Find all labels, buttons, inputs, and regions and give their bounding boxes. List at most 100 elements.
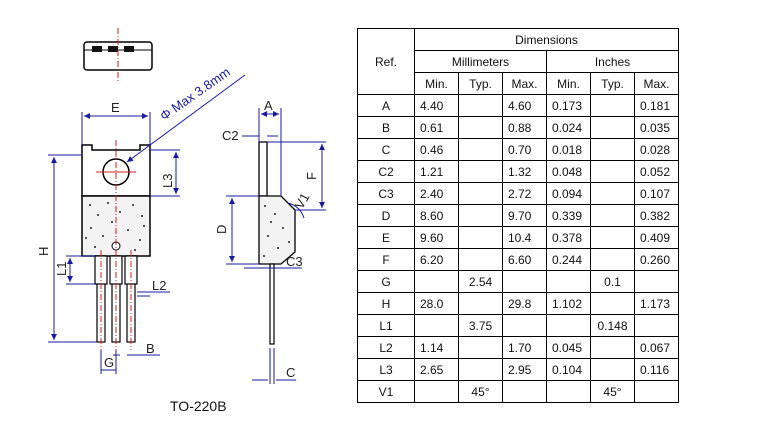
label-g: G [104,355,114,370]
cell-in-min: 0.339 [546,204,591,227]
cell-in-typ [590,94,635,117]
cell-mm-min: 0.61 [414,116,459,139]
cell-in-typ [590,138,635,161]
label-f: F [304,172,319,180]
cell-mm-typ [458,226,503,249]
cell-in-min: 0.173 [546,94,591,117]
label-b: B [146,341,155,356]
cell-mm-typ [458,292,503,315]
label-c3: C3 [286,254,303,269]
label-d: D [214,225,229,234]
row-ref: V1 [357,380,415,403]
cell-mm-max: 1.32 [502,160,547,183]
cell-in-min: 0.018 [546,138,591,161]
row-ref: E [357,226,415,249]
cell-mm-typ [458,116,503,139]
cell-mm-min: 6.20 [414,248,459,271]
cell-in-typ: 45° [590,380,635,403]
table-row: L1 3.75 0.148 [357,314,679,337]
cell-in-max [634,314,679,337]
cell-mm-typ [458,138,503,161]
front-dimensions [48,74,246,374]
cell-in-typ: 0.148 [590,314,635,337]
cell-in-typ [590,248,635,271]
top-view [83,28,153,82]
cell-in-min: 0.378 [546,226,591,249]
row-ref: L2 [357,336,415,359]
cell-mm-typ [458,182,503,205]
subheader-in-typ: Typ. [590,72,635,95]
cell-mm-max [502,314,547,337]
package-drawing: E A C2 F L3 D V1 H L1 C3 L2 B G C Φ Max … [36,28,326,384]
cell-mm-typ [458,248,503,271]
cell-in-max: 1.173 [634,292,679,315]
cell-mm-max [502,270,547,293]
row-ref: H [357,292,415,315]
dimensions-header: Dimensions [414,28,679,51]
cell-mm-min: 28.0 [414,292,459,315]
subheader-mm-typ: Typ. [458,72,503,95]
cell-mm-min: 1.14 [414,336,459,359]
cell-mm-max: 10.4 [502,226,547,249]
cell-in-typ [590,336,635,359]
cell-in-max: 0.052 [634,160,679,183]
row-ref: G [357,270,415,293]
cell-in-typ [590,182,635,205]
cell-in-min: 0.244 [546,248,591,271]
ref-header: Ref. [357,28,415,95]
cell-in-max: 0.067 [634,336,679,359]
cell-in-min: 0.104 [546,358,591,381]
cell-mm-max: 9.70 [502,204,547,227]
cell-mm-min [414,380,459,403]
cell-in-min [546,380,591,403]
side-dimensions [226,108,326,384]
cell-mm-min: 9.60 [414,226,459,249]
row-ref: C2 [357,160,415,183]
label-v1: V1 [292,190,313,211]
row-ref: D [357,204,415,227]
cell-in-max: 0.409 [634,226,679,249]
cell-mm-typ: 3.75 [458,314,503,337]
row-ref: C3 [357,182,415,205]
cell-in-min: 0.094 [546,182,591,205]
side-view [258,141,296,345]
subheader-in-max: Max. [634,72,679,95]
cell-in-min: 1.102 [546,292,591,315]
row-ref: L1 [357,314,415,337]
cell-in-max [634,380,679,403]
subheader-in-min: Min. [546,72,591,95]
cell-mm-max: 6.60 [502,248,547,271]
row-ref: B [357,116,415,139]
subheader-mm-max: Max. [502,72,547,95]
label-a: A [264,98,273,113]
cell-mm-typ: 2.54 [458,270,503,293]
cell-mm-typ [458,94,503,117]
cell-mm-max: 0.88 [502,116,547,139]
cell-in-max: 0.107 [634,182,679,205]
cell-mm-min: 4.40 [414,94,459,117]
cell-mm-min: 0.46 [414,138,459,161]
cell-in-min: 0.045 [546,336,591,359]
cell-mm-min: 8.60 [414,204,459,227]
cell-in-max: 0.260 [634,248,679,271]
dimensions-table: Ref. Dimensions Millimeters Inches Min. … [357,28,679,403]
label-l1: L1 [54,262,69,276]
cell-in-typ [590,358,635,381]
cell-in-min: 0.024 [546,116,591,139]
row-ref: F [357,248,415,271]
cell-in-max: 0.181 [634,94,679,117]
cell-mm-max: 1.70 [502,336,547,359]
cell-in-max [634,270,679,293]
cell-mm-max: 4.60 [502,94,547,117]
cell-mm-max [502,380,547,403]
